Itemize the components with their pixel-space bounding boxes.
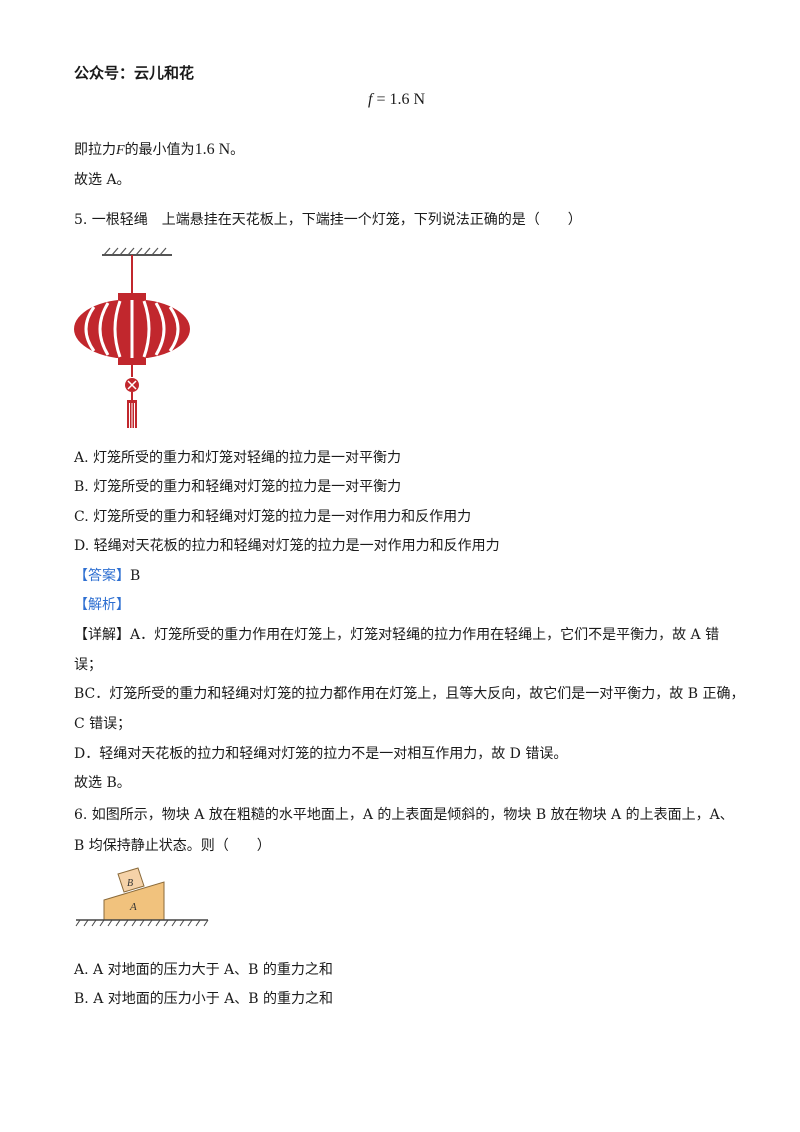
source-header: 公众号：云儿和花: [74, 64, 195, 82]
answer-label: 【答案】: [74, 568, 130, 584]
block-b-label: B: [127, 878, 133, 889]
block-a-label: A: [129, 901, 137, 913]
min-value-line: 即拉力F的最小值为1.6 N。: [74, 140, 244, 161]
formula-eq: =: [372, 91, 390, 108]
q5-option-d: D. 轻绳对天花板的拉力和轻绳对灯笼的拉力是一对作用力和反作用力: [74, 538, 500, 554]
q5-option-a: A. 灯笼所受的重力和灯笼对轻绳的拉力是一对平衡力: [74, 450, 402, 466]
detail-line-3: BC．灯笼所受的重力和轻绳对灯笼的拉力都作用在灯笼上，且等大反向，故它们是一对平…: [74, 686, 745, 702]
blocks-figure: A B: [75, 867, 209, 927]
lantern-figure: [74, 247, 190, 428]
q5-answer: 【答案】B: [74, 566, 140, 586]
detail-line-2: 误；: [74, 657, 102, 673]
q6-stem-line-1: 6. 如图所示，物块 A 放在粗糙的水平地面上，A 的上表面是倾斜的，物块 B …: [74, 807, 734, 823]
ceiling-hatch: [103, 247, 167, 256]
formula-value: 1.6 N: [389, 91, 426, 108]
lantern-bottom-cap: [118, 358, 146, 365]
formula: f = 1.6 N: [368, 90, 425, 109]
lantern-ribs: [84, 300, 180, 358]
q6-option-a: A. A 对地面的压力大于 A、B 的重力之和: [74, 962, 333, 978]
block-b-shape: [117, 867, 145, 893]
line-text: 即拉力: [74, 142, 116, 158]
detail-label: 【详解】: [74, 627, 130, 643]
detail-line-1: 【详解】A．灯笼所受的重力作用在灯笼上，灯笼对轻绳的拉力作用在轻绳上，它们不是平…: [74, 625, 719, 645]
detail-line-5: D．轻绳对天花板的拉力和轻绳对灯笼的拉力不是一对相互作用力，故 D 错误。: [74, 746, 568, 762]
lantern-top-cap: [118, 293, 146, 300]
q6-option-b: B. A 对地面的压力小于 A、B 的重力之和: [74, 991, 334, 1007]
answer-value: B: [130, 568, 141, 584]
line-text: 的最小值为: [124, 142, 195, 158]
formula-var: f: [368, 91, 373, 108]
q6-stem-line-2: B 均保持静止状态。则（ ）: [74, 838, 271, 854]
detail-text: A．灯笼所受的重力作用在灯笼上，灯笼对轻绳的拉力作用在轻绳上，它们不是平衡力，故…: [130, 627, 720, 643]
prev-choice: 故选 A。: [74, 172, 131, 188]
detail-line-4: C 错误；: [74, 716, 132, 732]
force-value: 1.6 N: [194, 141, 231, 158]
line-text: 。: [230, 142, 245, 158]
ground-hatch: [75, 919, 209, 927]
q5-option-b: B. 灯笼所受的重力和轻绳对灯笼的拉力是一对平衡力: [74, 479, 402, 495]
force-var: F: [116, 143, 125, 158]
analysis-label: 【解析】: [74, 597, 130, 613]
q5-option-c: C. 灯笼所受的重力和轻绳对灯笼的拉力是一对作用力和反作用力: [74, 509, 472, 525]
q5-stem: 5. 一根轻绳 上端悬挂在天花板上，下端挂一个灯笼，下列说法正确的是（ ）: [74, 212, 582, 228]
detail-line-6: 故选 B。: [74, 775, 131, 791]
